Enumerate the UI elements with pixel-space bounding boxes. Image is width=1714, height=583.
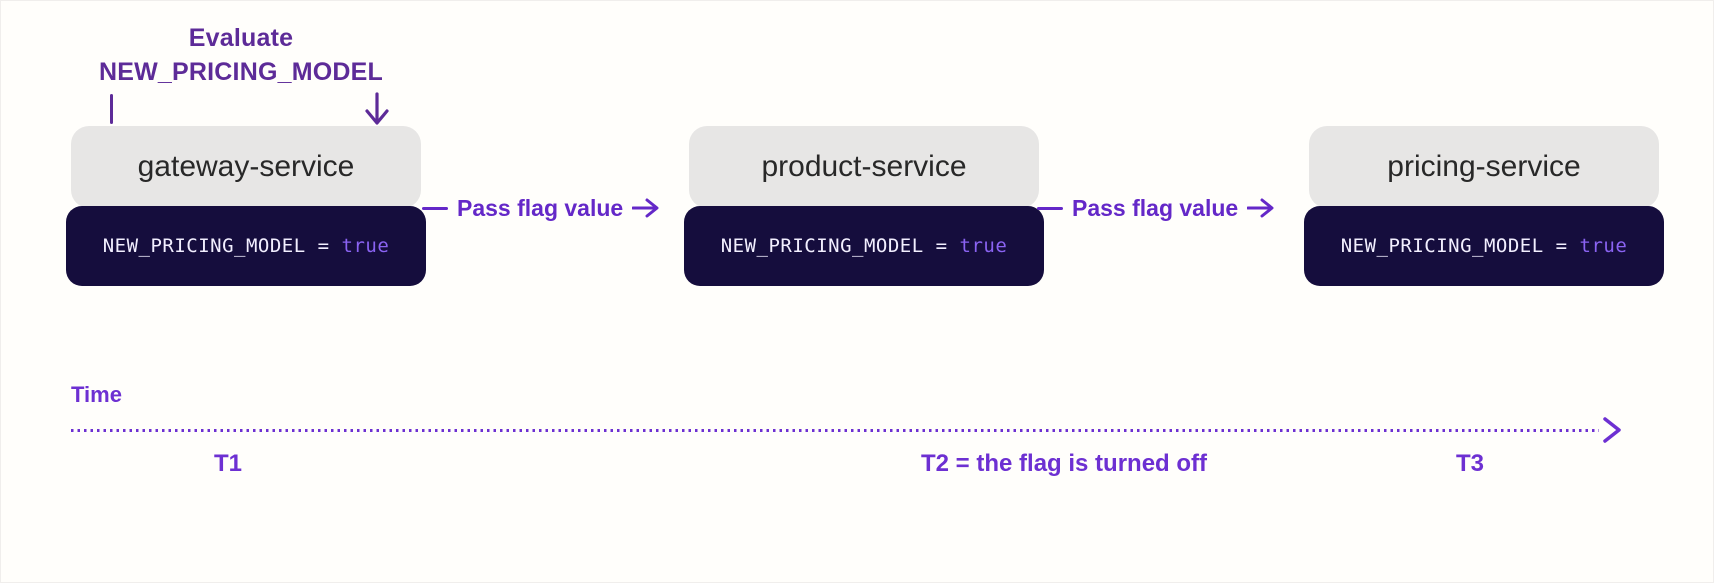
- flag-value: true: [959, 235, 1008, 257]
- connector-label: Pass flag value: [457, 194, 624, 221]
- timeline-axis-label: Time: [71, 382, 122, 407]
- timeline-marker-t3: T3: [1456, 450, 1485, 477]
- timeline-dotted-line: [71, 429, 1599, 432]
- service-pricing: pricing-service NEW_PRICING_MODEL = true: [1304, 126, 1664, 286]
- service-product-name: product-service: [689, 126, 1039, 208]
- right-arrow-icon: [632, 198, 659, 218]
- connector-gateway-to-product: Pass flag value: [422, 195, 664, 221]
- connector-product-to-pricing: Pass flag value: [1037, 195, 1279, 221]
- service-pricing-flag-box: NEW_PRICING_MODEL = true: [1304, 206, 1664, 286]
- evaluate-annotation-line2: NEW_PRICING_MODEL: [99, 58, 383, 86]
- service-gateway-flag-box: NEW_PRICING_MODEL = true: [66, 206, 426, 286]
- flag-value: true: [341, 235, 390, 257]
- right-arrow-icon: [1247, 198, 1274, 218]
- timeline-marker-t2: T2 = the flag is turned off: [921, 450, 1208, 477]
- service-gateway-name: gateway-service: [71, 126, 421, 208]
- flag-expression: NEW_PRICING_MODEL =: [1340, 235, 1580, 257]
- down-arrow-icon: [365, 92, 389, 125]
- service-product: product-service NEW_PRICING_MODEL = true: [684, 126, 1044, 286]
- timeline-arrowhead-icon: [1603, 417, 1621, 443]
- connector-label: Pass flag value: [1072, 194, 1239, 221]
- timeline-marker-t1: T1: [214, 450, 243, 477]
- service-pricing-name: pricing-service: [1309, 126, 1659, 208]
- connector-dash: [1037, 206, 1063, 210]
- evaluate-annotation-line1: Evaluate: [188, 24, 294, 52]
- evaluate-annotation: Evaluate NEW_PRICING_MODEL: [96, 21, 386, 89]
- flag-expression: NEW_PRICING_MODEL =: [102, 235, 342, 257]
- annotation-tick-line: [110, 94, 113, 124]
- connector-dash: [422, 206, 448, 210]
- service-gateway: gateway-service NEW_PRICING_MODEL = true: [66, 126, 426, 286]
- service-product-flag-box: NEW_PRICING_MODEL = true: [684, 206, 1044, 286]
- flag-value: true: [1579, 235, 1628, 257]
- flag-expression: NEW_PRICING_MODEL =: [720, 235, 960, 257]
